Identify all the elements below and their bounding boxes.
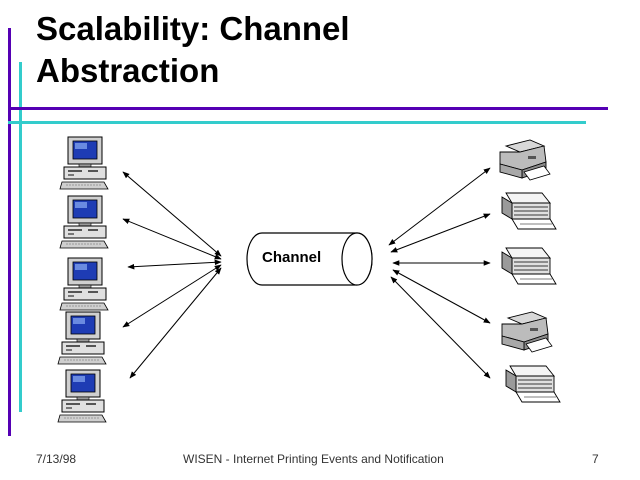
computer-icon-3 (59, 257, 109, 311)
horizontal-purple-bar (8, 107, 608, 110)
slide-title-line-2: Abstraction (36, 52, 220, 89)
channel-label: Channel (262, 249, 321, 266)
slide-title: Scalability: Channel Abstraction (36, 8, 596, 92)
computer-icon-5 (57, 369, 107, 423)
vertical-purple-bar (8, 28, 11, 436)
printer-icon-2 (501, 192, 557, 230)
printer-icon-5 (505, 365, 561, 403)
arrow-computer-1 (122, 171, 222, 257)
footer-title: WISEN - Internet Printing Events and Not… (183, 452, 444, 466)
arrow-computer-2 (122, 218, 222, 260)
horizontal-teal-bar (8, 121, 586, 124)
computer-icon-4 (57, 311, 107, 365)
computer-icon-1 (59, 136, 109, 190)
printer-icon-4 (501, 311, 553, 353)
computer-icon-2 (59, 195, 109, 249)
channel-cylinder: Channel (246, 232, 373, 286)
arrow-computer-4 (122, 264, 222, 328)
footer-date: 7/13/98 (36, 452, 77, 466)
printer-icon-1 (499, 139, 551, 181)
slide-title-line-1: Scalability: Channel (36, 10, 350, 47)
arrow-computer-5 (129, 267, 222, 379)
page-number: 7 (592, 452, 599, 466)
printer-icon-3 (501, 247, 557, 285)
arrow-printer-5 (390, 276, 491, 379)
arrow-printer-4 (392, 269, 491, 324)
vertical-teal-bar (19, 62, 22, 412)
arrow-computer-3 (127, 259, 222, 270)
arrow-printer-2 (390, 213, 491, 253)
